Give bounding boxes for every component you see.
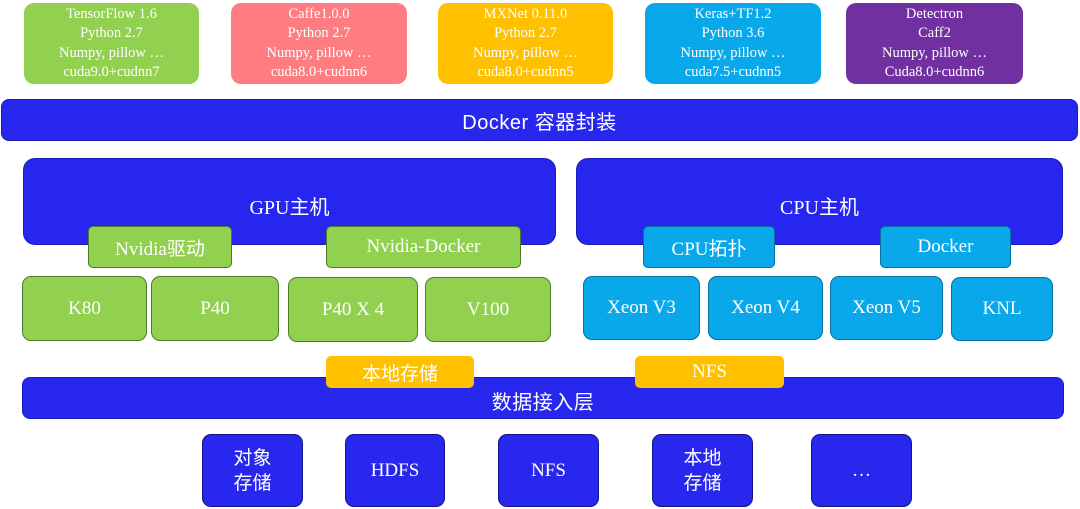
cpu-device-xeon-v3: Xeon V3 (583, 276, 700, 340)
gpu-device-p40x4: P40 X 4 (288, 277, 418, 342)
storage-label-line: 本地 (683, 447, 722, 469)
cpu-host-title: CPU主机 (780, 197, 859, 219)
docker-layer-label: Docker 容器封装 (462, 111, 617, 134)
framework-line: Numpy, pillow … (882, 44, 987, 61)
cpu-device-label: Xeon V3 (607, 297, 676, 318)
gpu-device-k80: K80 (22, 276, 147, 341)
gpu-host-title: GPU主机 (249, 197, 330, 219)
cpu-tag-label: CPU拓扑 (671, 238, 747, 260)
framework-line: Caff2 (918, 25, 951, 41)
gpu-tag-nvidia-driver: Nvidia驱动 (88, 226, 232, 268)
gpu-device-v100: V100 (425, 277, 551, 342)
framework-line: cuda8.0+cudnn6 (270, 64, 368, 80)
cpu-tag-docker: Docker (880, 226, 1011, 268)
cpu-device-label: Xeon V4 (731, 297, 800, 318)
storage-tag-nfs: NFS (635, 356, 784, 388)
storage-label-line: 存储 (683, 472, 722, 494)
framework-line: Detectron (905, 5, 964, 22)
cpu-device-xeon-v4: Xeon V4 (708, 276, 823, 340)
framework-box-caffe: Caffe1.0.0 Python 2.7 Numpy, pillow … cu… (231, 3, 407, 84)
framework-line: cuda8.0+cudnn5 (477, 64, 574, 80)
storage-label-line: 存储 (233, 472, 272, 494)
storage-tag-label: NFS (692, 361, 727, 382)
storage-label-line: 对象 (233, 447, 272, 469)
framework-line: Python 2.7 (287, 25, 351, 41)
framework-line: Numpy, pillow … (680, 44, 786, 61)
storage-local: 本地 存储 (652, 434, 753, 507)
storage-label-line: NFS (531, 460, 566, 481)
storage-tag-local: 本地存储 (326, 356, 474, 388)
framework-line: Cuda8.0+cudnn6 (884, 64, 985, 80)
framework-box-keras: Keras+TF1.2 Python 3.6 Numpy, pillow … c… (645, 3, 821, 84)
framework-line: Keras+TF1.2 (694, 5, 772, 22)
cpu-device-knl: KNL (951, 277, 1053, 341)
framework-line: cuda7.5+cudnn5 (684, 64, 782, 80)
gpu-tag-label: Nvidia-Docker (366, 236, 481, 257)
storage-nfs: NFS (498, 434, 599, 507)
framework-box-mxnet: MXNet 0.11.0 Python 2.7 Numpy, pillow … … (438, 3, 613, 84)
framework-line: Caffe1.0.0 (288, 5, 350, 22)
storage-label-line: HDFS (370, 460, 420, 481)
framework-line: cuda9.0+cudnn7 (63, 64, 160, 80)
gpu-device-label: P40 X 4 (321, 298, 385, 320)
gpu-device-label: K80 (68, 297, 101, 319)
cpu-device-xeon-v5: Xeon V5 (830, 276, 943, 340)
framework-line: Numpy, pillow … (59, 44, 164, 61)
storage-more: … (811, 434, 912, 507)
cpu-tag-label: Docker (917, 236, 974, 257)
data-access-layer-label: 数据接入层 (491, 391, 595, 414)
framework-line: Numpy, pillow … (473, 44, 578, 61)
gpu-device-label: P40 (200, 297, 230, 319)
gpu-tag-label: Nvidia驱动 (115, 238, 205, 260)
framework-line: MXNet 0.11.0 (483, 5, 568, 22)
framework-line: TensorFlow 1.6 (66, 5, 157, 22)
cpu-tag-topology: CPU拓扑 (643, 226, 775, 268)
data-access-layer-bar: 数据接入层 (22, 377, 1064, 419)
framework-line: Numpy, pillow … (266, 44, 372, 61)
framework-box-tensorflow: TensorFlow 1.6 Python 2.7 Numpy, pillow … (24, 3, 199, 84)
gpu-device-label: V100 (466, 298, 510, 320)
gpu-tag-nvidia-docker: Nvidia-Docker (326, 226, 521, 268)
framework-line: Python 2.7 (80, 25, 143, 41)
storage-label-line: … (852, 460, 871, 481)
storage-tag-label: 本地存储 (361, 363, 438, 385)
framework-line: Python 3.6 (701, 25, 765, 41)
docker-layer-bar: Docker 容器封装 (1, 99, 1078, 141)
storage-hdfs: HDFS (345, 434, 445, 507)
gpu-device-p40: P40 (151, 276, 279, 341)
framework-line: Python 2.7 (494, 25, 557, 41)
cpu-device-label: KNL (982, 298, 1022, 319)
cpu-device-label: Xeon V5 (852, 297, 921, 318)
storage-object: 对象 存储 (202, 434, 303, 507)
framework-box-detectron: Detectron Caff2 Numpy, pillow … Cuda8.0+… (846, 3, 1023, 84)
